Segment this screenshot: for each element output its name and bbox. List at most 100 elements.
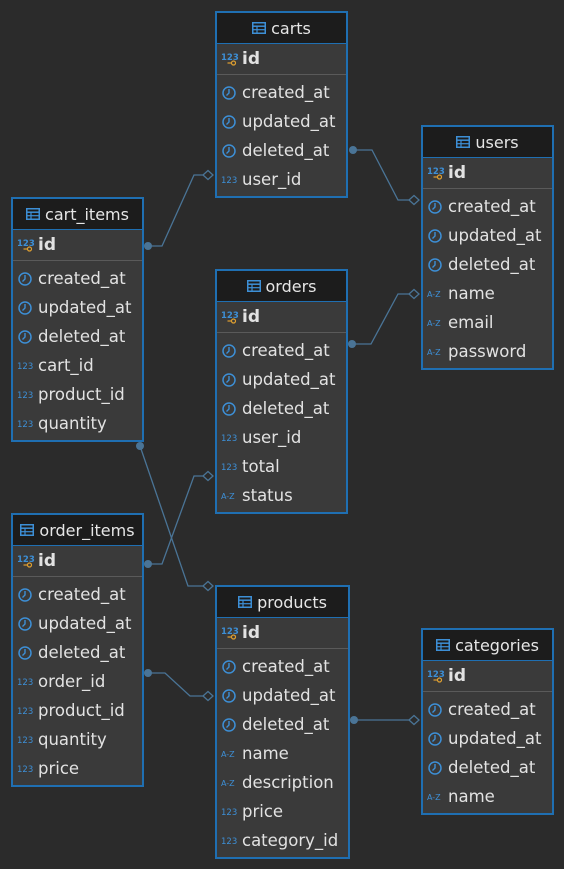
column-name: deleted_at	[38, 643, 126, 662]
svg-text:123: 123	[427, 167, 445, 177]
column-row[interactable]: created_at	[217, 336, 346, 365]
column-row[interactable]: updated_at	[217, 107, 346, 136]
clock-icon	[221, 688, 239, 704]
table-header[interactable]: carts	[217, 13, 346, 44]
column-row[interactable]: updated_at	[217, 681, 348, 710]
relationship-edge[interactable]	[136, 442, 214, 592]
edge-source-dot	[136, 442, 144, 450]
column-row[interactable]: deleted_at	[217, 136, 346, 165]
table-header[interactable]: products	[217, 587, 348, 618]
table-header[interactable]: cart_items	[13, 199, 142, 230]
column-row[interactable]: created_at	[423, 695, 552, 724]
column-row[interactable]: deleted_at	[423, 250, 552, 279]
column-row[interactable]: created_at	[13, 264, 142, 293]
table-cart-items[interactable]: cart_items 123 id created_at updated_at …	[11, 197, 144, 442]
column-row[interactable]: updated_at	[13, 293, 142, 322]
table-order-items[interactable]: order_items 123 id created_at updated_at…	[11, 513, 144, 787]
numeric-123-icon: 123	[17, 388, 35, 402]
svg-text:123: 123	[221, 627, 239, 637]
primary-key-row[interactable]: 123 id	[217, 618, 348, 649]
column-row[interactable]: deleted_at	[217, 710, 348, 739]
table-header[interactable]: categories	[423, 630, 552, 661]
column-row[interactable]: created_at	[217, 652, 348, 681]
clock-icon	[427, 257, 445, 273]
column-row[interactable]: created_at	[217, 78, 346, 107]
edge-target-diamond	[408, 288, 420, 300]
clock-icon	[221, 372, 239, 388]
column-row[interactable]: deleted_at	[13, 638, 142, 667]
alpha-az-icon: A-Z	[427, 790, 445, 804]
relationship-edge[interactable]	[348, 288, 420, 349]
clock-icon	[427, 760, 445, 776]
table-carts[interactable]: carts 123 id created_at updated_at delet…	[215, 11, 348, 198]
column-row[interactable]: updated_at	[217, 365, 346, 394]
column-row[interactable]: updated_at	[423, 724, 552, 753]
svg-text:123: 123	[221, 808, 237, 818]
column-name: user_id	[242, 428, 302, 447]
column-row[interactable]: deleted_at	[13, 322, 142, 351]
table-header[interactable]: order_items	[13, 515, 142, 546]
table-categories[interactable]: categories 123 id created_at updated_at …	[421, 628, 554, 815]
column-row[interactable]: created_at	[13, 580, 142, 609]
column-row[interactable]: updated_at	[13, 609, 142, 638]
relationship-edge[interactable]	[350, 714, 420, 726]
primary-key-row[interactable]: 123 id	[13, 230, 142, 261]
relationship-edge[interactable]	[349, 146, 420, 206]
relationship-edge[interactable]	[144, 470, 214, 569]
primary-key-row[interactable]: 123 id	[13, 546, 142, 577]
column-name: id	[38, 235, 56, 255]
table-title: orders	[265, 276, 317, 296]
primary-key-icon: 123	[427, 165, 445, 181]
svg-text:A-Z: A-Z	[427, 290, 441, 299]
svg-text:123: 123	[17, 736, 33, 746]
primary-key-row[interactable]: 123 id	[423, 661, 552, 692]
table-users[interactable]: users 123 id created_at updated_at delet…	[421, 125, 554, 370]
column-name: updated_at	[38, 614, 132, 633]
table-icon	[252, 19, 267, 38]
primary-key-row[interactable]: 123 id	[423, 158, 552, 189]
column-row[interactable]: created_at	[423, 192, 552, 221]
edge-source-dot	[350, 716, 358, 724]
edge-source-dot	[348, 340, 356, 348]
table-products[interactable]: products 123 id created_at updated_at de…	[215, 585, 350, 859]
clock-icon	[427, 199, 445, 215]
table-header[interactable]: users	[423, 127, 552, 158]
table-orders[interactable]: orders 123 id created_at updated_at dele…	[215, 269, 348, 514]
column-name: updated_at	[242, 370, 336, 389]
primary-key-icon: 123	[17, 553, 35, 569]
column-row[interactable]: deleted_at	[423, 753, 552, 782]
table-header[interactable]: orders	[217, 271, 346, 302]
column-row[interactable]: deleted_at	[217, 394, 346, 423]
column-row[interactable]: updated_at	[423, 221, 552, 250]
relationship-edge[interactable]	[144, 669, 214, 702]
primary-key-row[interactable]: 123 id	[217, 44, 346, 75]
relationship-edge[interactable]	[144, 169, 214, 251]
column-name: updated_at	[242, 112, 336, 131]
column-name: status	[242, 486, 293, 505]
alpha-az-icon: A-Z	[427, 345, 445, 359]
column-name: deleted_at	[448, 758, 536, 777]
numeric-123-icon: 123	[17, 704, 35, 718]
primary-key-icon: 123	[427, 668, 445, 684]
svg-text:A-Z: A-Z	[221, 779, 235, 788]
primary-key-row[interactable]: 123 id	[217, 302, 346, 333]
